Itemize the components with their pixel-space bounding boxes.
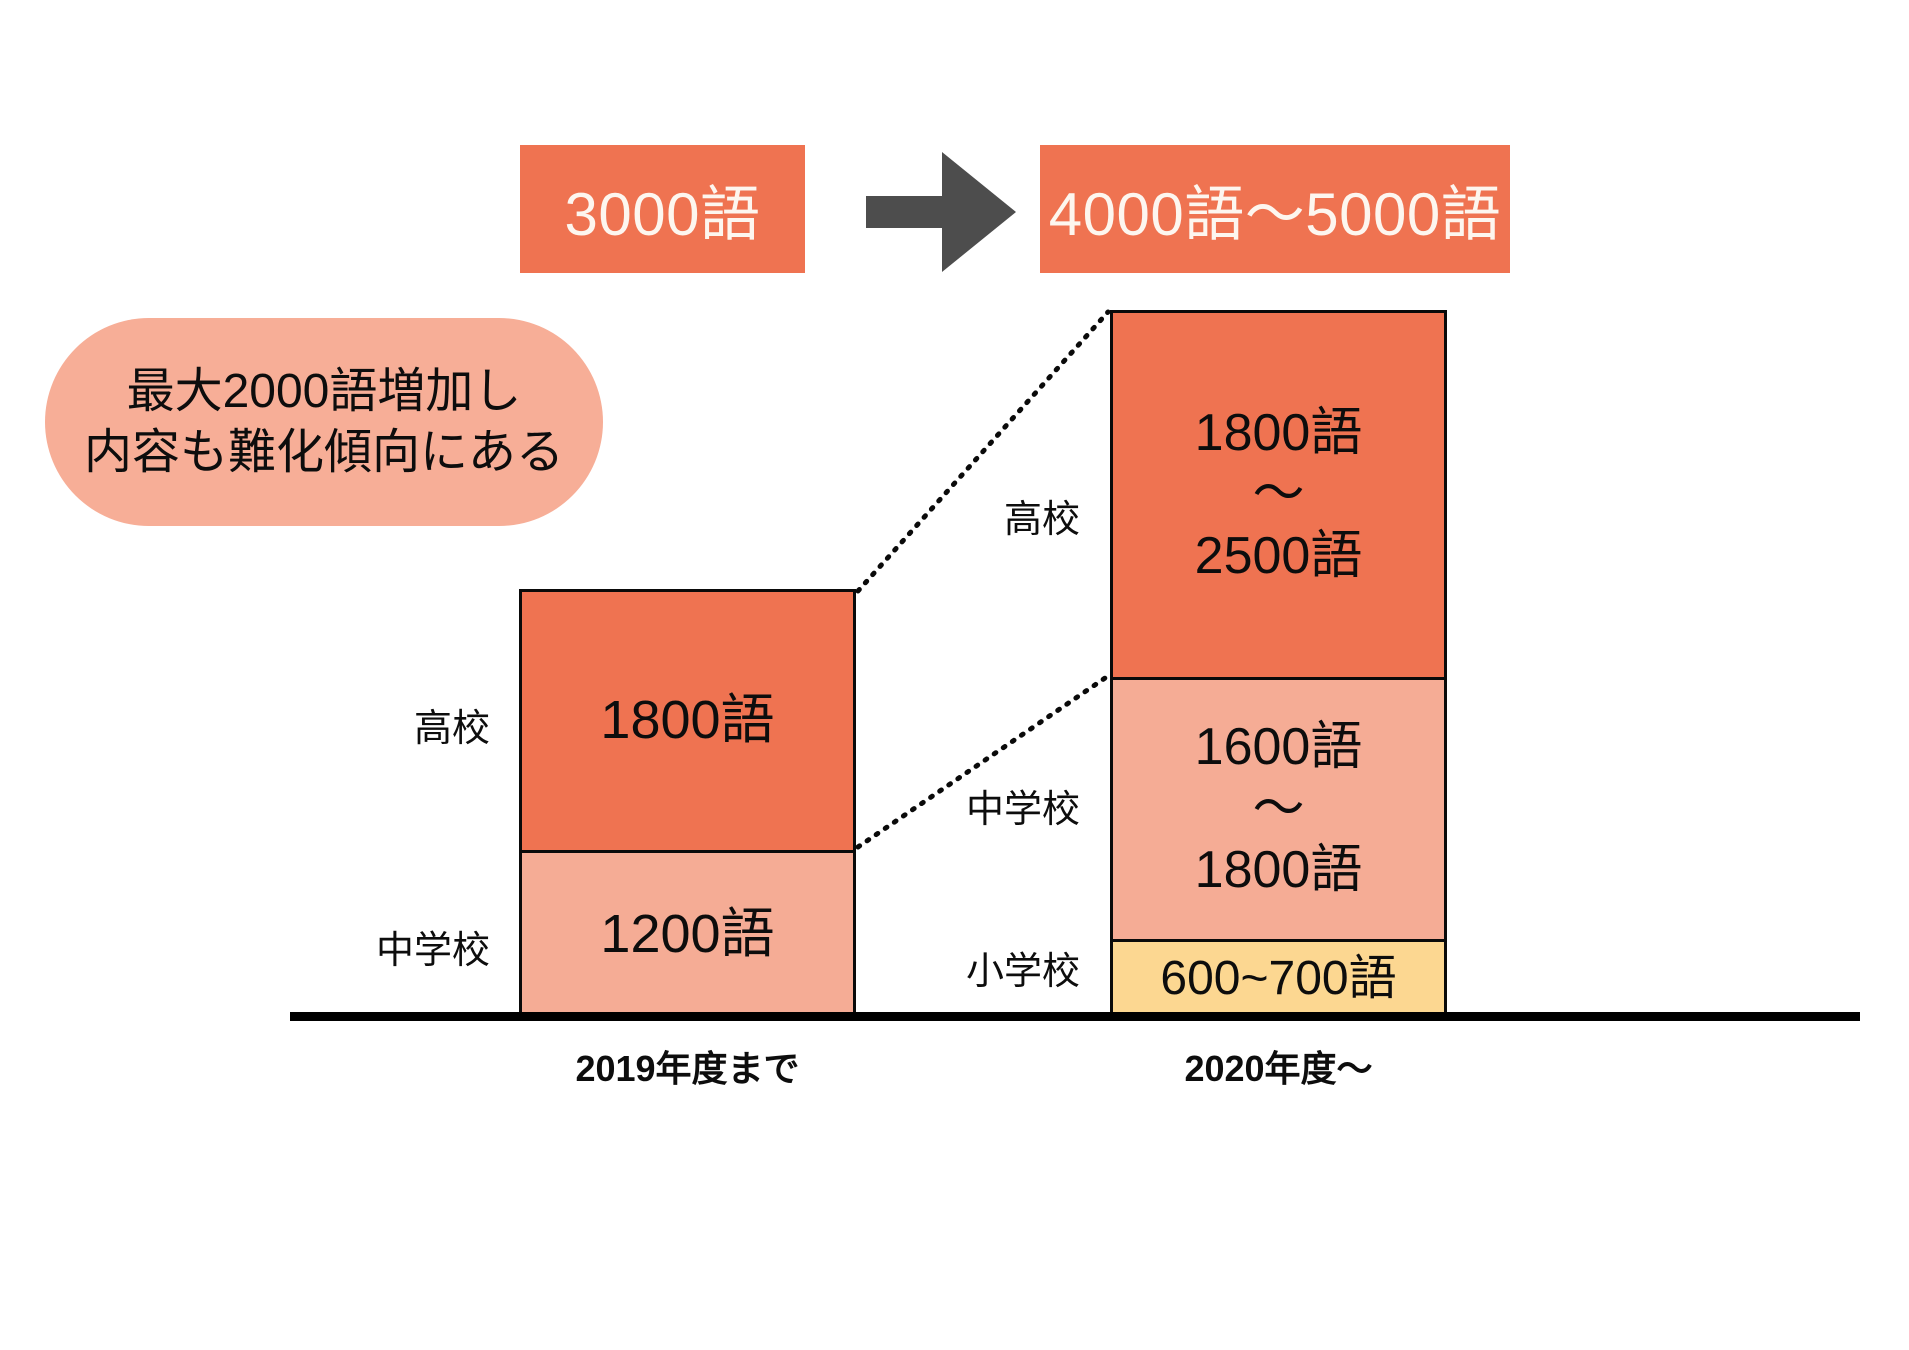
bar-2020-segment-high-school: 1800語 〜 2500語 [1113,313,1444,677]
axis-baseline [290,1012,1860,1021]
bar-2020: 1800語 〜 2500語 1600語 〜 1800語 600~700語 [1110,310,1447,1016]
bar-2020-high-school-value-min: 1800語 [1194,403,1363,462]
bar-2019: 1800語 1200語 [519,589,856,1016]
bar-2020-label-junior-high: 中学校 [965,789,1080,831]
bar-2020-label-elementary: 小学校 [965,951,1080,993]
callout-bubble: 最大2000語増加し 内容も難化傾向にある [45,318,603,526]
total-words-before-banner: 3000語 [520,145,805,273]
bar-2019-label-junior-high: 中学校 [375,930,490,972]
axis-caption-2020: 2020年度〜 [1184,1048,1373,1089]
bar-2020-segment-elementary: 600~700語 [1113,939,1444,1016]
bar-2020-label-high-school: 高校 [1003,499,1080,541]
bar-2019-segment-junior-high: 1200語 [522,850,853,1016]
axis-caption-2019: 2019年度まで [575,1048,800,1089]
bar-2020-junior-high-value-tilde: 〜 [1252,779,1305,838]
bar-2020-segment-junior-high: 1600語 〜 1800語 [1113,677,1444,939]
total-words-after-banner: 4000語〜5000語 [1040,145,1510,273]
total-words-after-label: 4000語〜5000語 [1048,180,1502,248]
total-words-before-label: 3000語 [564,180,761,248]
callout-line-2: 内容も難化傾向にある [83,426,564,479]
callout-line-1: 最大2000語増加し [126,364,522,418]
bar-2020-junior-high-value-min: 1600語 [1194,718,1363,777]
bar-2020-junior-high-value-max: 1800語 [1194,841,1363,900]
bar-2020-high-school-value-tilde: 〜 [1252,465,1305,524]
bar-2019-junior-high-value: 1200語 [600,903,775,964]
bar-2020-high-school-value-max: 2500語 [1194,526,1363,585]
bar-2019-segment-high-school: 1800語 [522,592,853,850]
bar-2020-elementary-value: 600~700語 [1160,951,1397,1005]
bar-2019-label-high-school: 高校 [413,708,490,750]
bar-2019-high-school-value: 1800語 [600,690,775,751]
right-arrow-icon [866,152,1016,272]
